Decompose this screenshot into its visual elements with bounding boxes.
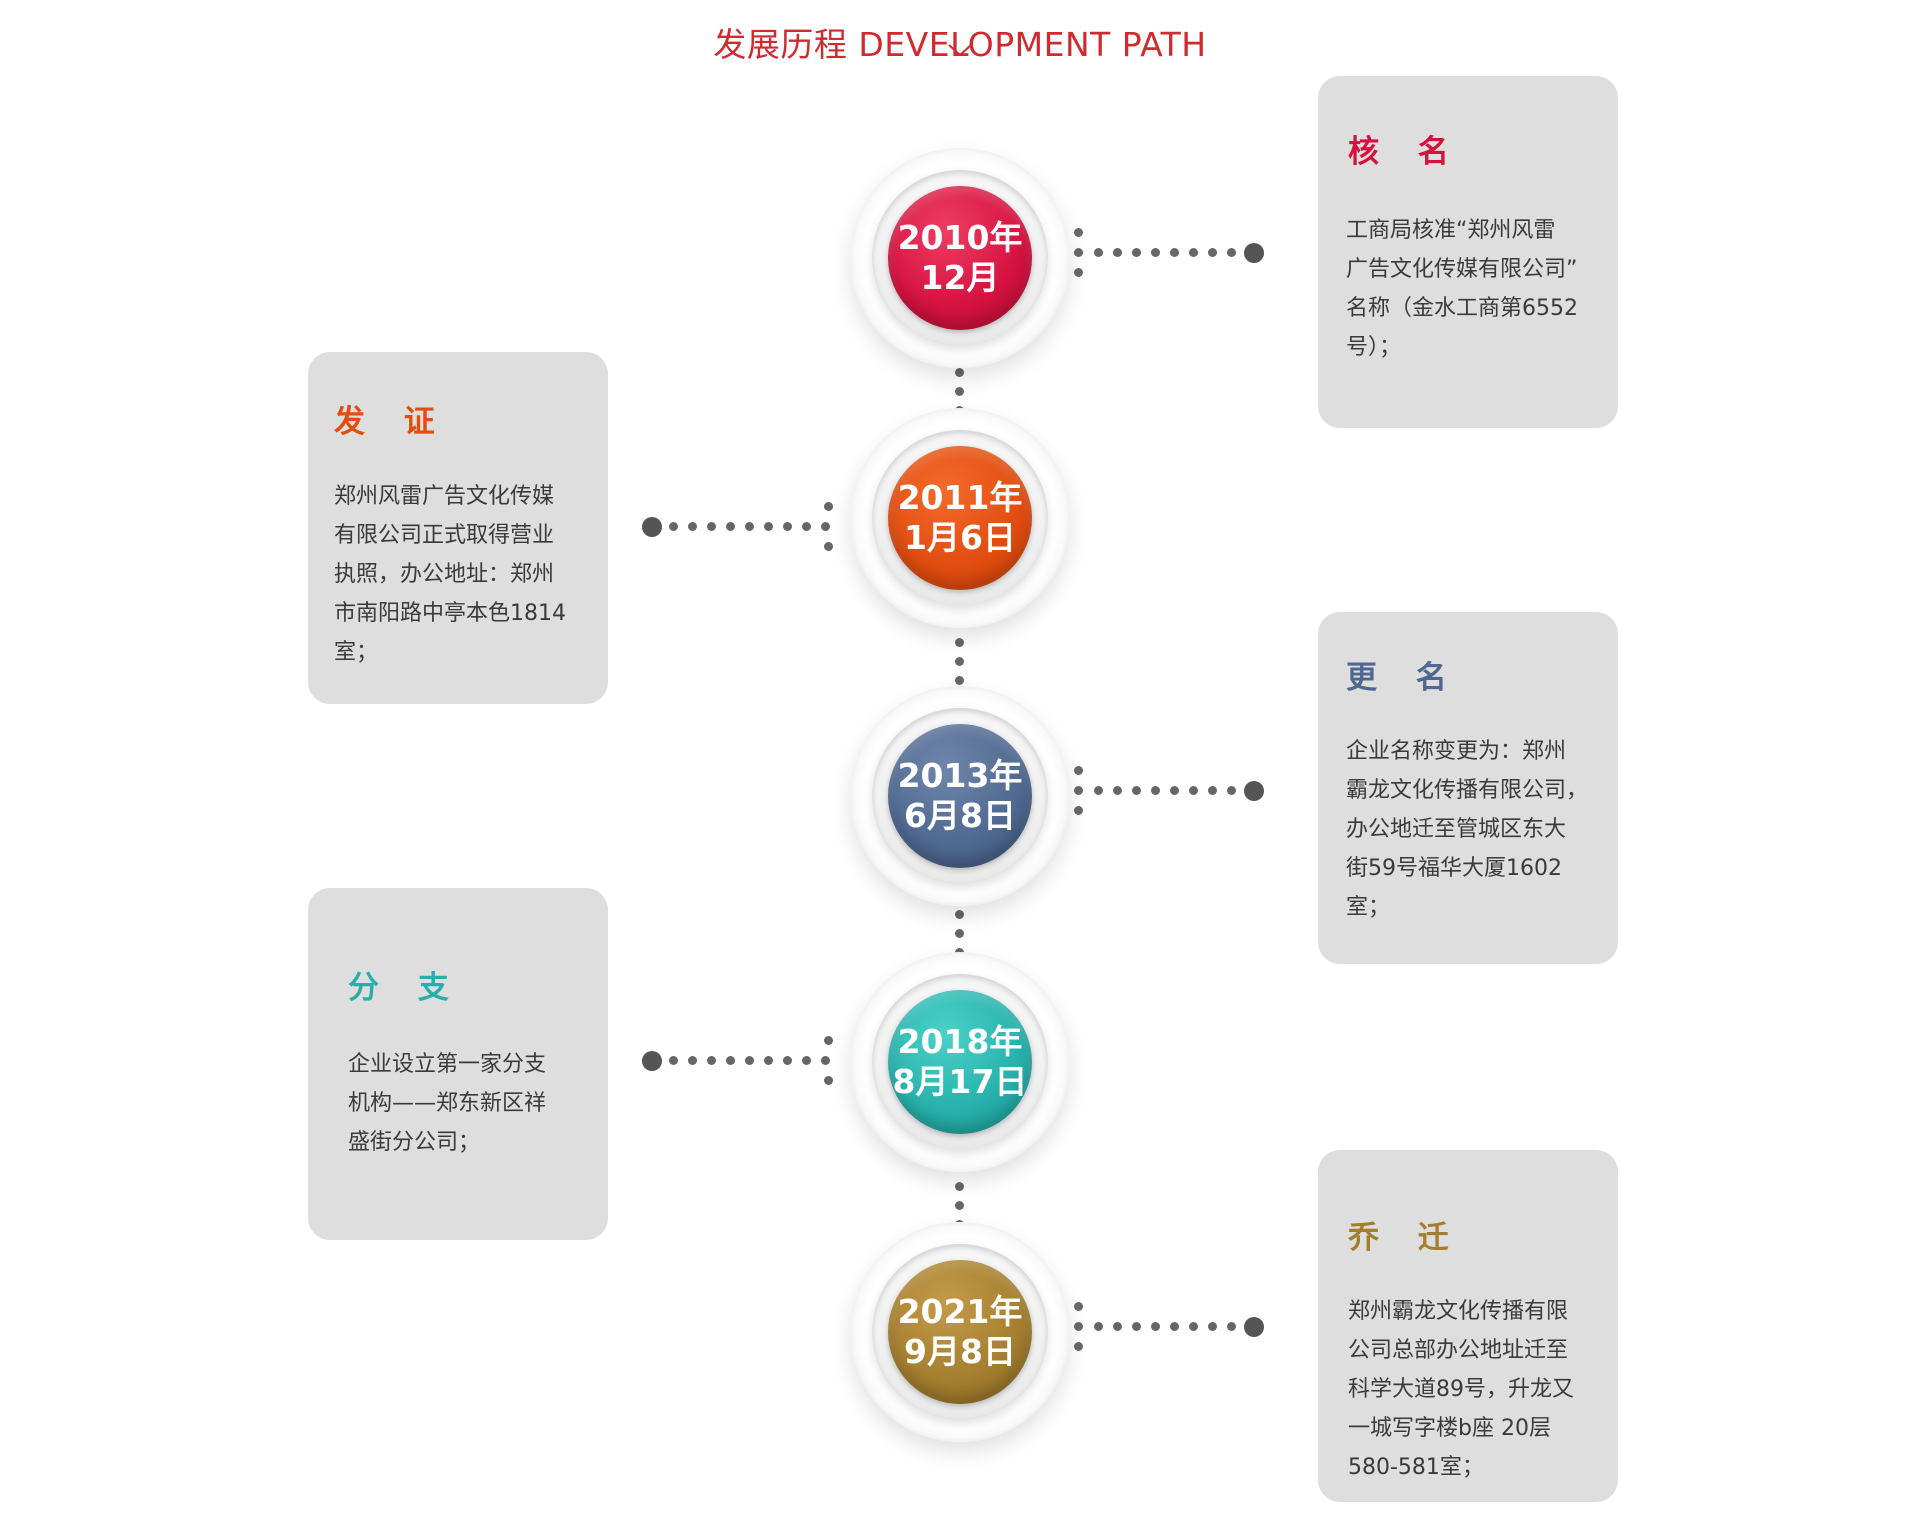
node-year: 2021年: [897, 1292, 1023, 1331]
card-title: 分 支: [348, 970, 463, 1006]
chevron-down-icon: [946, 42, 974, 58]
connector-end-dot: [642, 517, 662, 537]
milestone-card-2013: 更 名 企业名称变更为：郑州 霸龙文化传播有限公司， 办公地迁至管城区东大 街5…: [1318, 612, 1618, 964]
timeline-node-core: 2010年 12月: [888, 186, 1032, 330]
card-title: 更 名: [1346, 660, 1461, 696]
node-year: 2018年: [897, 1022, 1023, 1061]
card-text: 工商局核准“郑州风雷 广告文化传媒有限公司” 名称（金水工商第6552 号）；: [1346, 218, 1578, 360]
milestone-card-2010: 核 名 工商局核准“郑州风雷 广告文化传媒有限公司” 名称（金水工商第6552 …: [1318, 76, 1618, 428]
node-date: 12月: [920, 258, 1000, 297]
timeline-node-2010: 2010年 12月: [850, 148, 1070, 368]
node-date: 1月6日: [904, 518, 1016, 557]
card-title: 核 名: [1348, 134, 1463, 170]
card-text: 企业名称变更为：郑州 霸龙文化传播有限公司， 办公地迁至管城区东大 街59号福华…: [1346, 739, 1589, 920]
connector-end-dot: [642, 1051, 662, 1071]
milestone-card-2018: 分 支 企业设立第一家分支 机构——郑东新区祥 盛街分公司；: [308, 888, 608, 1240]
node-date: 6月8日: [904, 796, 1016, 835]
timeline-node-2013: 2013年 6月8日: [850, 686, 1070, 906]
timeline-node-2011: 2011年 1月6日: [850, 408, 1070, 628]
milestone-card-2011: 发 证 郑州风雷广告文化传媒 有限公司正式取得营业 执照，办公地址：郑州 市南阳…: [308, 352, 608, 704]
timeline-node-2021: 2021年 9月8日: [850, 1222, 1070, 1442]
page-title: 发展历程 DEVELOPMENT PATH: [713, 25, 1207, 64]
node-year: 2013年: [897, 756, 1023, 795]
timeline-node-core: 2018年 8月17日: [888, 990, 1032, 1134]
page-header: 发展历程 DEVELOPMENT PATH: [0, 18, 1920, 66]
card-text: 郑州风雷广告文化传媒 有限公司正式取得营业 执照，办公地址：郑州 市南阳路中亭本…: [334, 484, 566, 665]
node-date: 9月8日: [904, 1332, 1016, 1371]
timeline-node-core: 2021年 9月8日: [888, 1260, 1032, 1404]
timeline-node-core: 2013年 6月8日: [888, 724, 1032, 868]
connector-end-dot: [1244, 781, 1264, 801]
card-title: 发 证: [334, 404, 449, 440]
node-date: 8月17日: [892, 1062, 1028, 1101]
node-year: 2010年: [897, 218, 1023, 257]
milestone-card-2021: 乔 迁 郑州霸龙文化传播有限 公司总部办公地址迁至 科学大道89号，升龙又 一城…: [1318, 1150, 1618, 1502]
card-title: 乔 迁: [1348, 1220, 1463, 1256]
card-text: 郑州霸龙文化传播有限 公司总部办公地址迁至 科学大道89号，升龙又 一城写字楼b…: [1348, 1299, 1574, 1480]
timeline-node-2018: 2018年 8月17日: [850, 952, 1070, 1172]
connector-end-dot: [1244, 243, 1264, 263]
timeline-node-core: 2011年 1月6日: [888, 446, 1032, 590]
node-year: 2011年: [897, 478, 1023, 517]
card-text: 企业设立第一家分支 机构——郑东新区祥 盛街分公司；: [348, 1052, 547, 1155]
connector-end-dot: [1244, 1317, 1264, 1337]
